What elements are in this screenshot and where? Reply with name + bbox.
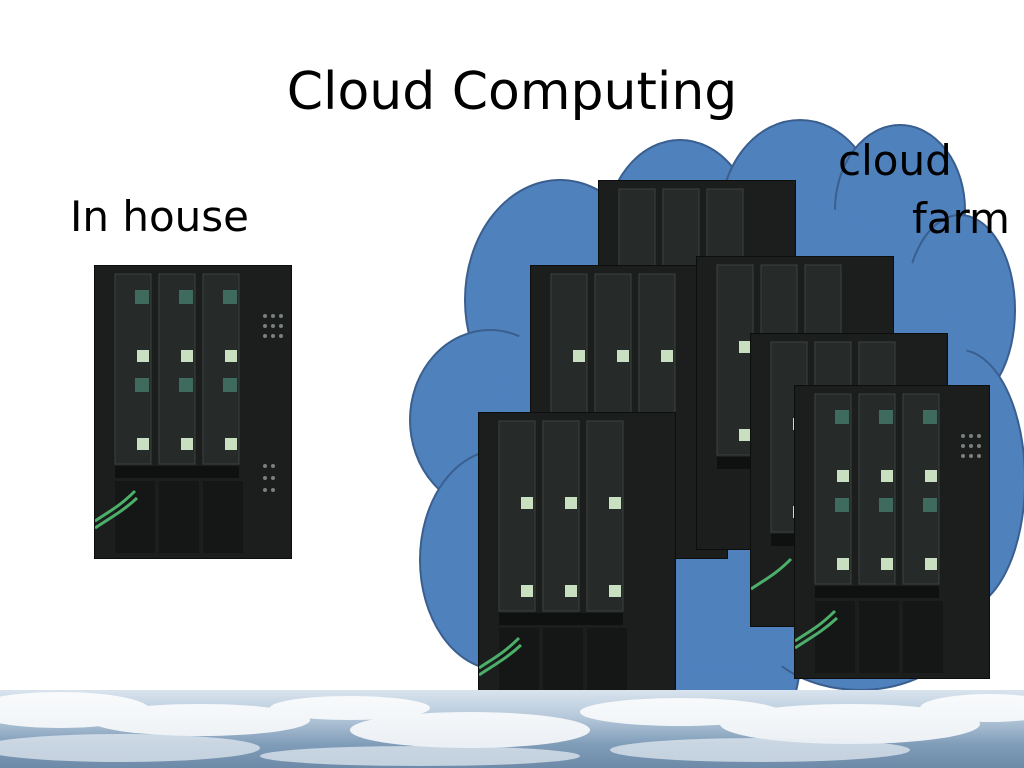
server-rack-illustration bbox=[95, 266, 291, 558]
farm-label: farm bbox=[912, 194, 1010, 243]
server-rack-illustration bbox=[479, 413, 675, 705]
in-house-label: In house bbox=[70, 192, 250, 241]
sky-background-strip bbox=[0, 690, 1024, 768]
cloud-label: cloud bbox=[838, 136, 952, 185]
server-rack-cloud-5 bbox=[478, 412, 676, 706]
server-rack-cloud-6 bbox=[794, 385, 990, 679]
clouds-illustration bbox=[0, 692, 1024, 766]
server-rack-in-house bbox=[94, 265, 292, 559]
server-rack-illustration bbox=[795, 386, 989, 678]
slide-title: Cloud Computing bbox=[286, 62, 738, 122]
